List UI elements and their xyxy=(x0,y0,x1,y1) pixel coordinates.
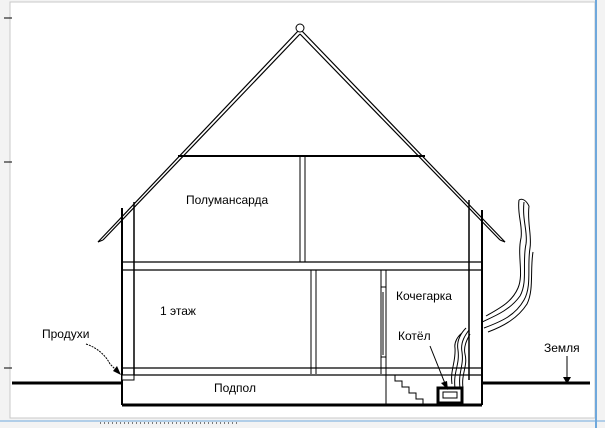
boiler-pit-steps xyxy=(386,374,424,405)
external-chimney-pipe xyxy=(481,198,534,333)
boiler-inner xyxy=(442,391,458,399)
boiler-chimney-inner xyxy=(451,327,471,389)
drawing-area xyxy=(9,1,596,419)
label-ground: Земля xyxy=(544,341,580,355)
label-floor1: 1 этаж xyxy=(160,304,196,318)
label-attic: Полумансарда xyxy=(186,193,269,207)
label-crawlspace: Подпол xyxy=(214,381,256,395)
vents-leader xyxy=(85,343,119,373)
roof-ridge-finial xyxy=(295,23,305,33)
roof xyxy=(97,29,506,243)
boiler-arrowhead xyxy=(441,381,448,390)
label-boiler-room: Кочегарка xyxy=(396,289,452,303)
vents-arrowhead xyxy=(113,366,121,375)
floors xyxy=(122,261,482,376)
walls xyxy=(121,156,483,405)
ground-arrowhead xyxy=(563,377,571,384)
label-vents: Продухи xyxy=(42,327,89,341)
label-boiler: Котёл xyxy=(398,329,431,343)
vent-opening xyxy=(121,374,135,381)
boiler-leader xyxy=(429,345,447,387)
